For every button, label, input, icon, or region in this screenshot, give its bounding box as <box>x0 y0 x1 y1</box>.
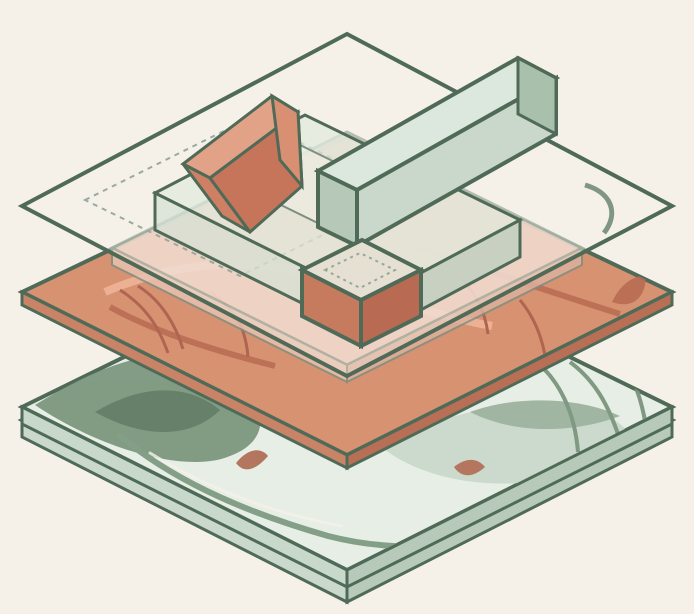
illustration-svg <box>0 0 694 614</box>
layered-isometric-illustration <box>0 0 694 614</box>
